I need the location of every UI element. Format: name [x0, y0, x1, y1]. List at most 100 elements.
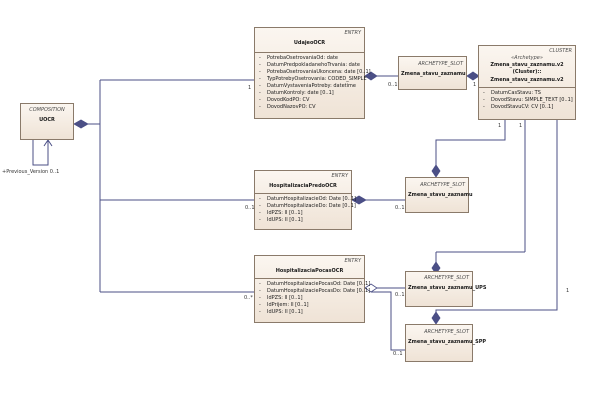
attribute-row: -TypPotrebyOsetrovania: CODED_SIMPLE: [259, 76, 367, 82]
attribute-row: -PotrebaOsetrovaniaUkoncena: date [0..1]: [259, 69, 371, 75]
cluster-attributes: -DatumCasStavu: TS -DovodStavu: SIMPLE_T…: [479, 90, 575, 111]
attribute-row: -IdPZS: II [0..1]: [259, 210, 303, 216]
attribute-text: IdPrijem: II [0..1]: [267, 302, 309, 308]
attribute-text: PotrebaOsetrovaniaOd: date: [267, 55, 339, 61]
archetype-slot-2-name: Zmena_stavu_zaznamu: [408, 192, 473, 198]
attribute-row: -DatumCasStavu: TS: [483, 90, 541, 96]
attribute-text: IdPZS: II [0..1]: [267, 210, 303, 216]
attribute-text: TypPotrebyOsetrovania: CODED_SIMPLE: [267, 76, 367, 82]
multiplicity-label: 0..1: [395, 292, 405, 298]
archetype-slot-3-stereotype: ARCHETYPE_SLOT: [424, 275, 469, 281]
multiplicity-label: 0..1: [388, 82, 398, 88]
hospit-pocas-name: HospitalizaciaPocasOCR: [275, 268, 344, 274]
self-association-label: +Previous_Version 0..1: [2, 169, 60, 175]
attribute-row: -PotrebaOsetrovaniaOd: date: [259, 55, 339, 61]
attribute-text: DovodStavu: SIMPLE_TEXT [0..1]: [491, 97, 573, 103]
multiplicity-label: 1: [519, 123, 523, 129]
hospit-pred-divider: [255, 193, 351, 194]
multiplicity-label: 0..1: [245, 205, 255, 211]
multiplicity-label: 1: [566, 288, 570, 294]
attribute-text: DatumHospitalizacieOd: Date [0..1]: [267, 196, 356, 202]
archetype-slot-1-name: Zmena_stavu_zaznamu: [401, 71, 466, 77]
hospit-pred-stereotype: ENTRY: [331, 173, 348, 179]
composition-uocr-box[interactable]: COMPOSITION UOCR: [20, 103, 74, 140]
attribute-text: IdUPS: II [0..1]: [267, 309, 303, 315]
slot2-diamond: [431, 164, 441, 178]
udaje-aggregation-diamond: [364, 71, 378, 81]
cluster-slot4-line: [435, 120, 558, 312]
attribute-text: IdUPS: II [0..1]: [267, 217, 303, 223]
composition-diamond: [73, 119, 89, 129]
composition-name: UOCR: [39, 117, 55, 123]
attribute-text: IdPZS: II [0..1]: [267, 295, 303, 301]
self-association-line: [32, 140, 49, 166]
udaje-stereotype: ENTRY: [344, 30, 361, 36]
archetype-slot-2-box[interactable]: ARCHETYPE_SLOT Zmena_stavu_zaznamu: [405, 177, 473, 213]
hospit-pocas-diamond: [364, 283, 378, 293]
hospit-pred-attributes: -DatumHospitalizacieOd: Date [0..1] -Dat…: [255, 196, 356, 224]
archetype-slot-4-box[interactable]: ARCHETYPE_SLOT Zmena_stavu_zaznamu_SPP: [405, 324, 487, 362]
attribute-row: -DovodStavuCV: CV [0..1]: [483, 104, 554, 110]
attribute-text: PotrebaOsetrovaniaUkoncena: date [0..1]: [267, 69, 371, 75]
attribute-text: DatumHospitalizaciePocasOd: Date [0..1]: [267, 281, 371, 287]
archetype-slot-2-stereotype: ARCHETYPE_SLOT: [420, 182, 465, 188]
attribute-row: -DatumHospitalizacieDo: Date [0..1]: [259, 203, 356, 209]
slot4-diamond: [431, 311, 441, 325]
attribute-text: DatumKontroly: date [0..1]: [267, 90, 334, 96]
attribute-row: -IdUPS: II [0..1]: [259, 217, 303, 223]
attribute-row: -IdPrijem: II [0..1]: [259, 302, 309, 308]
attribute-text: DatumCasStavu: TS: [491, 90, 541, 96]
cluster-slot2-line: [435, 120, 506, 165]
attribute-row: -DatumHospitalizacieOd: Date [0..1]: [259, 196, 356, 202]
attribute-text: DovodNazovPO: CV: [267, 104, 316, 110]
attribute-row: -DovodKodPO: CV: [259, 97, 310, 103]
archetype-slot-1-stereotype: ARCHETYPE_SLOT: [418, 61, 463, 67]
attribute-row: -IdPZS: II [0..1]: [259, 295, 303, 301]
attribute-row: -DatumVystaveniaPotreby: datetime: [259, 83, 356, 89]
hospit-pocas-attributes: -DatumHospitalizaciePocasOd: Date [0..1]…: [255, 281, 371, 316]
attribute-row: -IdUPS: II [0..1]: [259, 309, 303, 315]
cluster-name-line2: Zmena_stavu_zaznamu.v2: [490, 77, 564, 83]
multiplicity-label: 1: [473, 82, 477, 88]
attribute-row: -DovodStavu: SIMPLE_TEXT [0..1]: [483, 97, 573, 103]
attribute-row: -DatumHospitalizaciePocasDo: Date [0..1]: [259, 288, 371, 294]
cluster-divider: [479, 87, 575, 88]
multiplicity-label: 1: [248, 85, 252, 91]
archetype-slot-3-box[interactable]: ARCHETYPE_SLOT Zmena_stavu_zaznamu_UPS: [405, 271, 487, 307]
attribute-row: -DovodNazovPO: CV: [259, 104, 316, 110]
attribute-text: DatumPredpokladanehoTrvania: date: [267, 62, 360, 68]
hospit-pred-diamond: [351, 195, 367, 205]
attribute-text: DovodStavuCV: CV [0..1]: [491, 104, 554, 110]
multiplicity-label: 0..1: [395, 205, 405, 211]
udaje-entry-box[interactable]: ENTRY UdajeoOCR -PotrebaOsetrovaniaOd: d…: [254, 27, 371, 119]
udaje-divider: [255, 52, 364, 53]
self-association-arrow: [43, 139, 53, 147]
multiplicity-label: 1: [498, 123, 502, 129]
cluster-stereotype: CLUSTER: [549, 48, 572, 54]
udaje-attributes: -PotrebaOsetrovaniaOd: date -DatumPredpo…: [255, 55, 371, 111]
archetype-slot-4-stereotype: ARCHETYPE_SLOT: [424, 329, 469, 335]
hospit-pocas-stereotype: ENTRY: [344, 258, 361, 264]
attribute-text: DatumHospitalizacieDo: Date [0..1]: [267, 203, 356, 209]
attribute-text: DovodKodPO: CV: [267, 97, 310, 103]
archetype-slot-1-box[interactable]: ARCHETYPE_SLOT Zmena_stavu_zaznamu: [398, 56, 467, 90]
cluster-archetype-tag: «Archetype»: [511, 55, 543, 61]
multiplicity-label: 0..*: [244, 295, 253, 301]
archetype-slot-4-name: Zmena_stavu_zaznamu_SPP: [408, 339, 487, 345]
composition-stereotype: COMPOSITION: [29, 107, 65, 113]
multiplicity-label: 0..1: [393, 351, 403, 357]
attribute-text: DatumVystaveniaPotreby: datetime: [267, 83, 356, 89]
cluster-box[interactable]: CLUSTER «Archetype» Zmena_stavu_zaznamu.…: [478, 45, 576, 120]
attribute-row: -DatumKontroly: date [0..1]: [259, 90, 334, 96]
attribute-row: -DatumHospitalizaciePocasOd: Date [0..1]: [259, 281, 371, 287]
attribute-text: DatumHospitalizaciePocasDo: Date [0..1]: [267, 288, 371, 294]
hospit-pocas-entry-box[interactable]: ENTRY HospitalizaciaPocasOCR -DatumHospi…: [254, 255, 371, 323]
slot4-hospit-line: [371, 291, 405, 351]
hospit-pred-name: HospitalizaciaPredoOCR: [269, 183, 337, 189]
udaje-name: UdajeoOCR: [293, 40, 326, 46]
cluster-name-line1: Zmena_stavu_zaznamu.v2 (Cluster)::: [490, 62, 564, 75]
archetype-slot-3-name: Zmena_stavu_zaznamu_UPS: [408, 285, 487, 291]
hospit-pocas-divider: [255, 278, 364, 279]
hospit-pred-entry-box[interactable]: ENTRY HospitalizaciaPredoOCR -DatumHospi…: [254, 170, 356, 230]
